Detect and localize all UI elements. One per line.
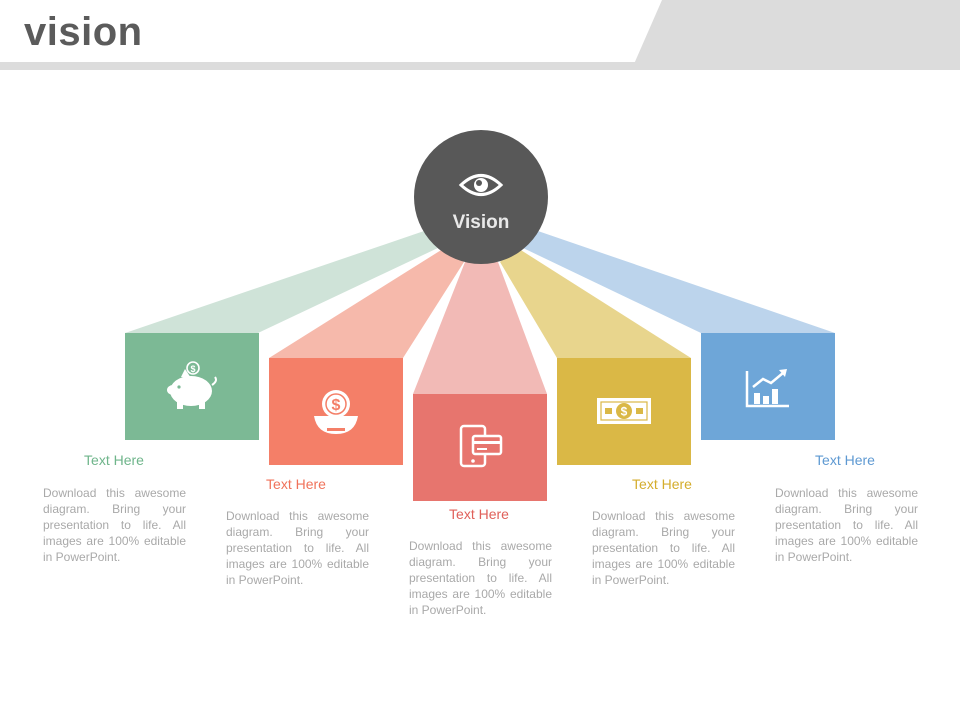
item-desc-4: Download this awesome diagram. Bring you… xyxy=(592,509,735,587)
growth-chart-icon xyxy=(745,369,789,408)
item-desc-2: Download this awesome diagram. Bring you… xyxy=(226,509,369,587)
item-desc-5: Download this awesome diagram. Bring you… xyxy=(775,486,918,564)
item-title-2: Text Here xyxy=(266,476,326,492)
hub-label: Vision xyxy=(452,212,510,233)
page-title: vision xyxy=(24,10,143,54)
item-desc-3: Download this awesome diagram. Bring you… xyxy=(409,539,552,617)
svg-text:$: $ xyxy=(190,364,195,374)
vision-hub: Vision xyxy=(414,130,548,264)
item-title-4: Text Here xyxy=(632,476,692,492)
item-title-3: Text Here xyxy=(449,506,509,522)
item-box-2: $ xyxy=(269,358,403,465)
beam-5 xyxy=(521,230,835,333)
svg-text:$: $ xyxy=(621,405,628,419)
dollar-bill-icon: $ xyxy=(597,398,651,424)
item-box-5 xyxy=(701,333,835,440)
dollar-coin-bowl-icon: $ xyxy=(314,390,358,434)
item-box-4: $ xyxy=(557,358,691,465)
beam-3 xyxy=(413,262,547,394)
header-decoration xyxy=(0,0,960,70)
svg-text:$: $ xyxy=(332,397,341,414)
beam-2 xyxy=(269,247,464,358)
mobile-card-payment-icon xyxy=(459,424,503,468)
header-band: vision xyxy=(0,0,960,70)
piggy-bank-icon: $ xyxy=(167,361,217,409)
eye-icon xyxy=(458,174,504,196)
beam-4 xyxy=(500,247,691,358)
item-box-3 xyxy=(413,394,547,501)
item-desc-1: Download this awesome diagram. Bring you… xyxy=(43,486,186,564)
item-title-1: Text Here xyxy=(84,452,144,468)
item-box-1: $ xyxy=(125,333,259,440)
item-title-5: Text Here xyxy=(815,452,875,468)
beam-1 xyxy=(125,230,440,333)
